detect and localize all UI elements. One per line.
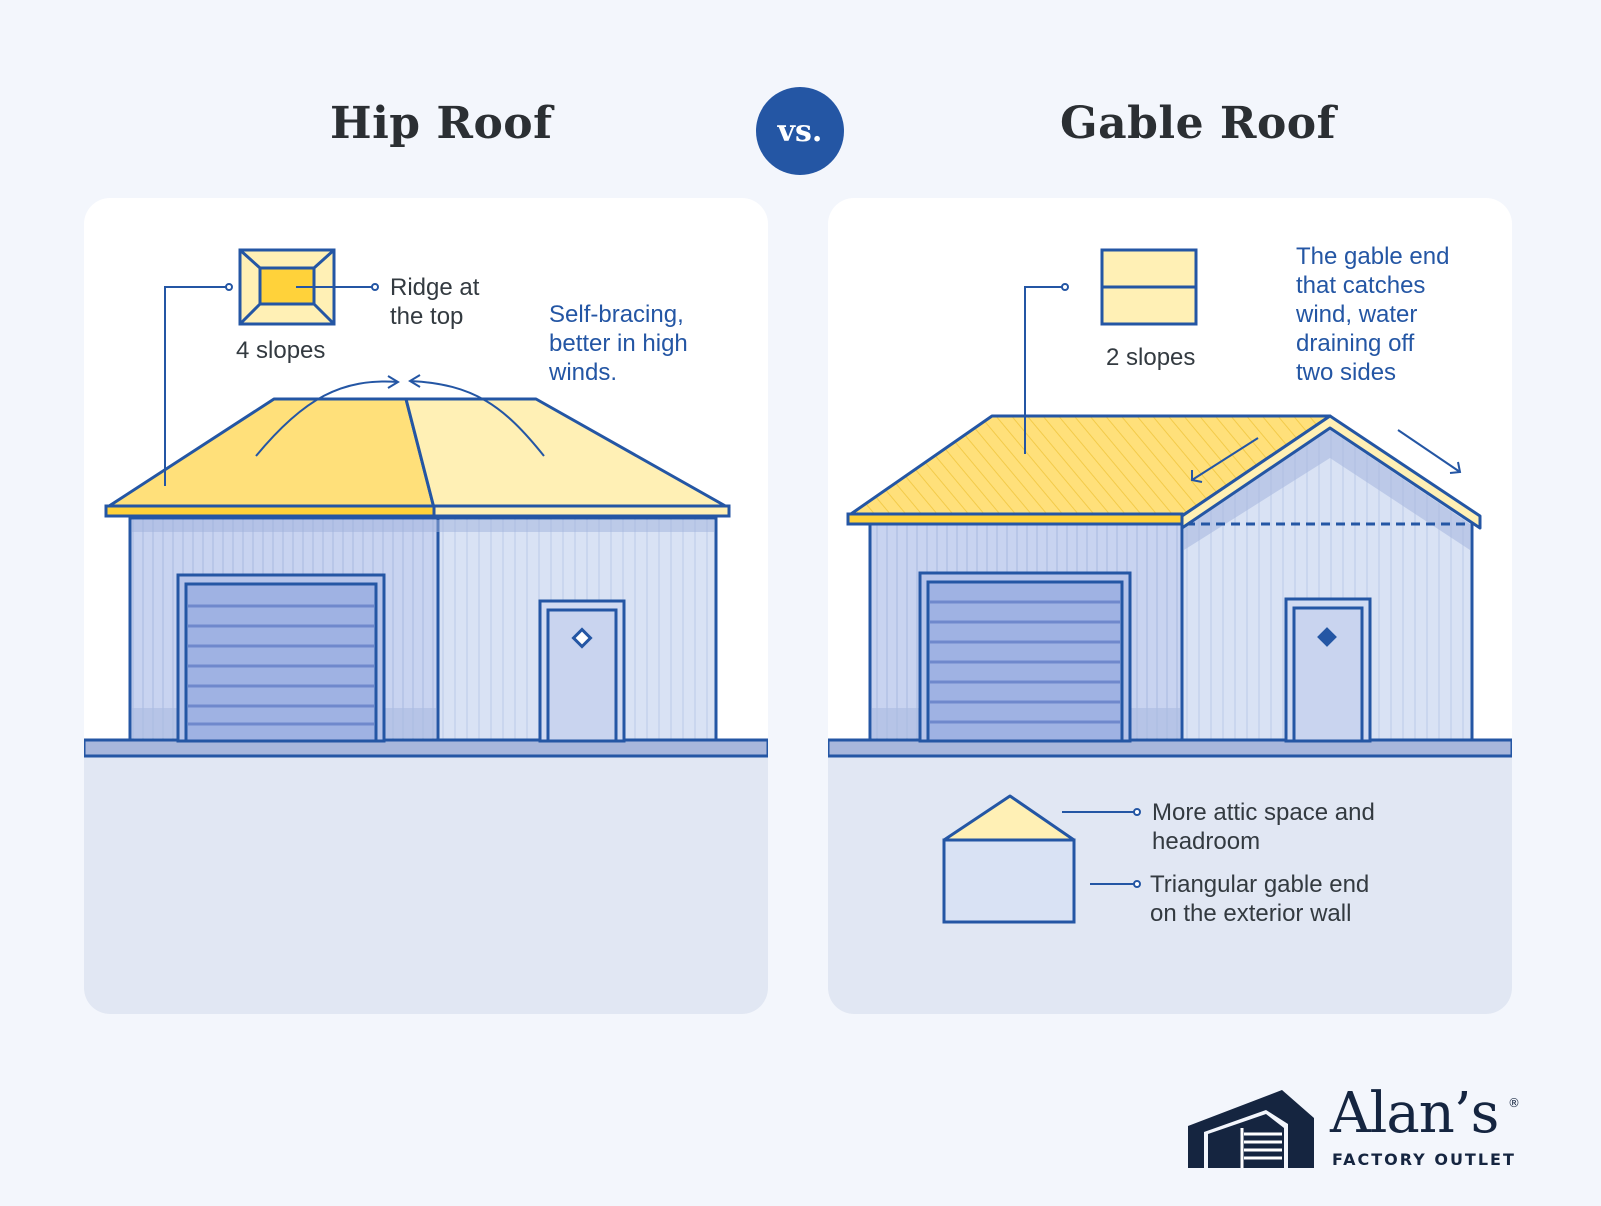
gable-note-line5: two sides [1296,359,1397,386]
slopes-callout-line [164,286,226,486]
gable-end-label-line1: Triangular gable end [1150,871,1370,898]
garage-door-panels [188,604,374,726]
gable-note-line4: draining off [1296,330,1415,357]
gable-roof-panel: 2 slopes The gable end that catches wind… [828,198,1512,1014]
entry-door [1292,606,1364,743]
self-bracing-note-line2: better in high [549,330,688,357]
garage-door [184,582,378,743]
brand-subtitle: FACTORY OUTLET [1332,1150,1516,1169]
gable-note-line3: wind, water [1296,301,1418,328]
alans-logo-icon [1188,1090,1314,1168]
gable-note-line1: The gable end [1296,243,1450,270]
gable-end-label-line2: on the exterior wall [1150,900,1352,927]
hip-roof-left-slopes [104,397,436,510]
hip-roof-title: Hip Roof [330,98,553,149]
ground [84,740,768,1014]
self-bracing-note-line3: winds. [549,359,618,386]
gable-note-line2: that catches [1296,272,1426,299]
gable-roof-title: Gable Roof [1060,98,1337,149]
attic-label-line1: More attic space and [1152,799,1375,826]
roof-fascia-right [432,504,731,518]
garage-door-panels [930,600,1120,724]
water-arrow-right [1397,429,1461,473]
vs-badge: vs. [756,87,844,175]
door-window [1317,627,1337,647]
hip-roof-right-slopes [404,397,731,510]
gable-rake-trim [1180,414,1482,530]
ground [828,740,1512,1014]
four-slopes-label: 4 slopes [236,337,326,364]
gable-shadow [1184,430,1470,550]
wind-arrow-right [409,380,545,457]
gable-roof-illustration [828,248,1512,1014]
two-slopes-label: 2 slopes [1106,344,1196,371]
hip-roof-panel: 4 slopes Ridge at the top Self-bracing, … [84,198,768,1014]
ridge-label-line1: Ridge at [390,274,480,301]
door-window [571,627,593,649]
water-arrow-left [1191,437,1259,481]
wind-arrow-left [255,380,399,457]
roof-fascia [846,512,1184,526]
roof-fascia-left [104,504,436,518]
self-bracing-note-line1: Self-bracing, [549,301,684,328]
hip-roof-illustration [84,248,768,1014]
attic-label-line2: headroom [1152,828,1261,855]
registered-mark: ® [1508,1096,1520,1110]
brand-name: Alan’s [1330,1081,1499,1146]
slopes-callout-line [1024,286,1062,454]
soffit-shadow [132,520,714,532]
ridge-label-line2: the top [390,303,464,330]
two-slopes-icon [1100,248,1198,326]
attic-space-diagram [942,794,1076,924]
